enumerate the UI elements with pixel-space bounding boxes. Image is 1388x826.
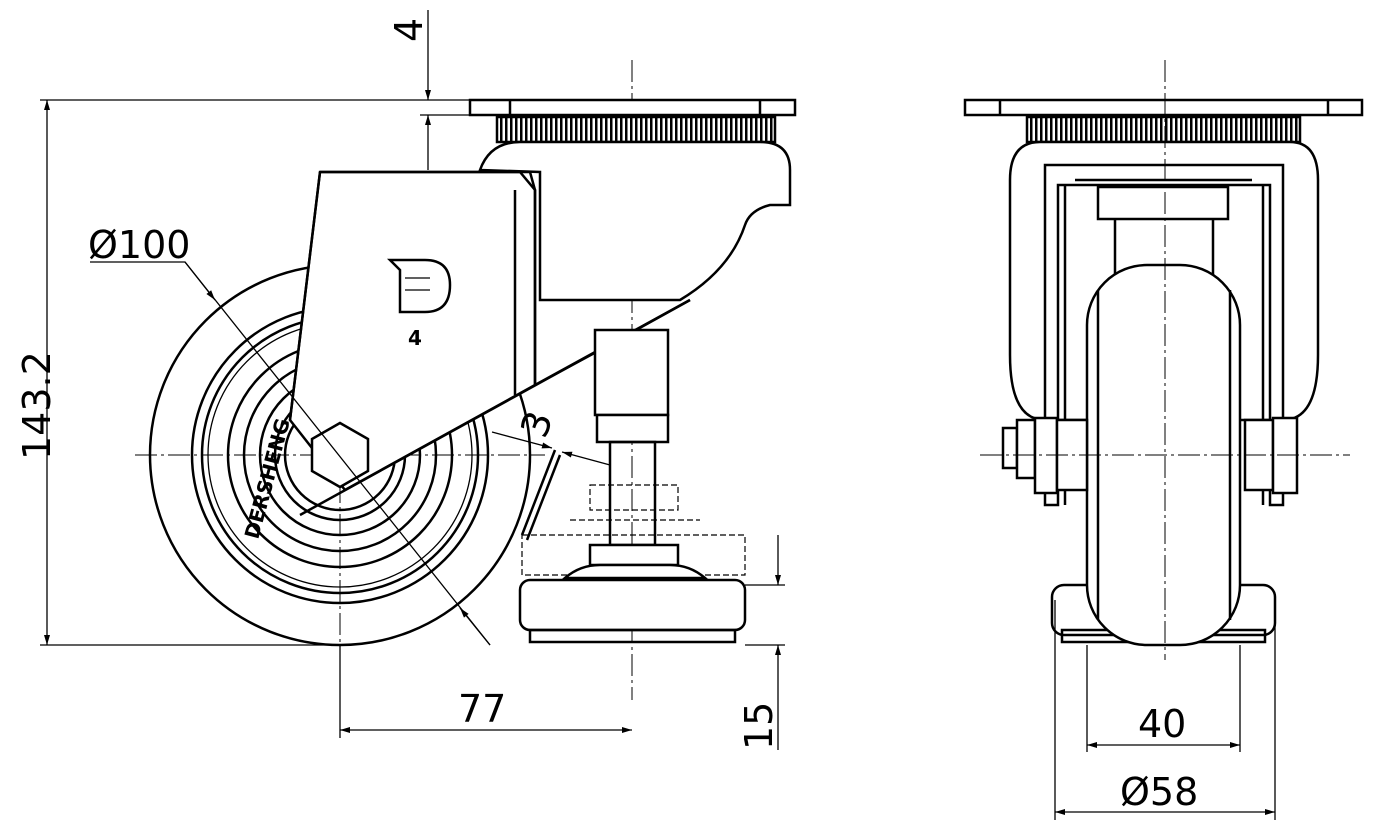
dim-foot-diameter: Ø58 [1120,770,1198,814]
leveling-foot-side [518,328,747,644]
dim-top-plate: 4 [387,18,431,42]
top-plate-side [468,98,797,302]
dim-offset: 77 [458,687,506,731]
dimensions-side: 143.2 4 Ø100 77 15 3 [15,10,785,750]
side-view: DERSHENG 4 [15,10,797,750]
brand-logo-icon [386,258,452,314]
dim-wheel-diameter: Ø100 [88,223,190,267]
front-view: 40 Ø58 [963,60,1364,820]
dim-total-height: 143.2 [15,351,59,460]
dim-angle-gap: 3 [512,405,562,443]
dim-foot-height: 15 [737,702,781,750]
dim-wheel-width: 40 [1138,702,1186,746]
dimensions-front: 40 Ø58 [1054,600,1276,820]
bracket-number: 4 [408,326,422,350]
